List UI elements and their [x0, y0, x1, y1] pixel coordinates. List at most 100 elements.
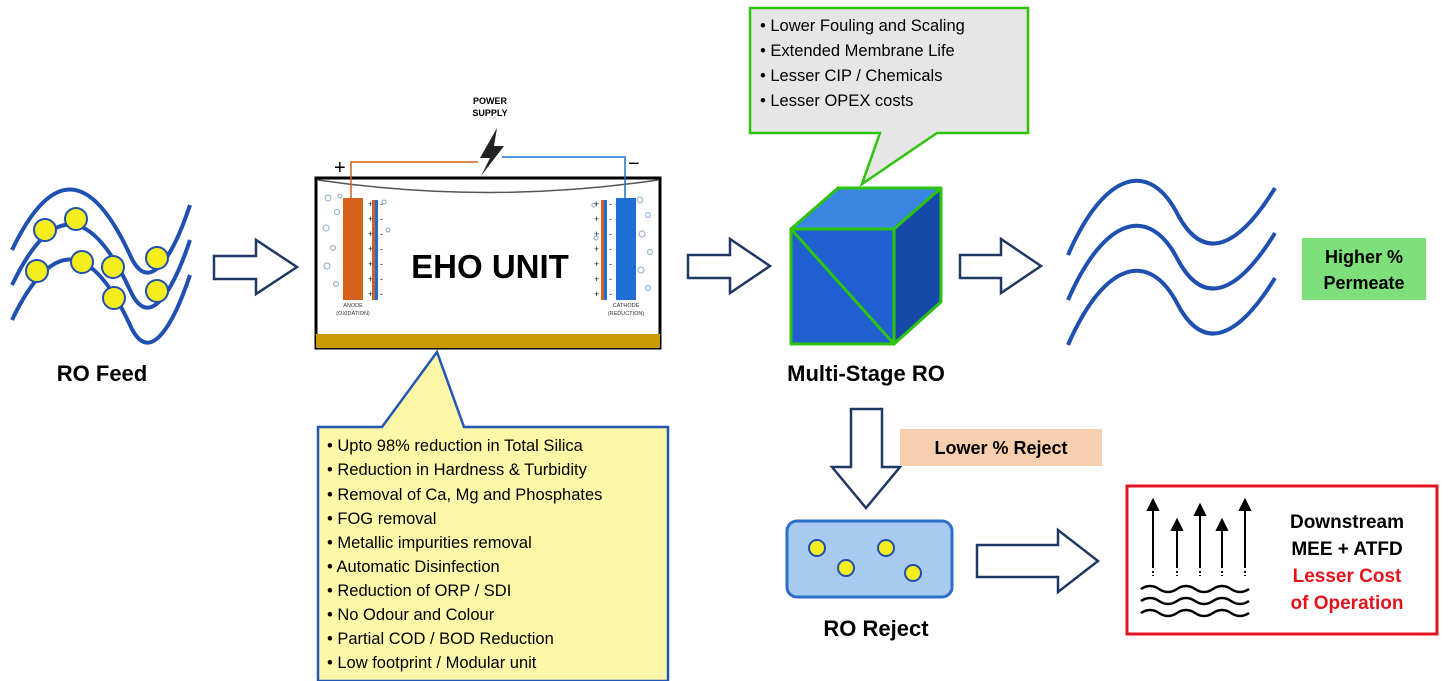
of-operation-label: of Operation: [1291, 593, 1404, 614]
ro-benefits-callout: • Lower Fouling and Scaling • Extended M…: [748, 6, 1030, 188]
eho-benefit-item: • Partial COD / BOD Reduction: [327, 630, 554, 648]
higher-permeate-badge: Higher % Permeate: [1302, 238, 1426, 300]
power-supply-label: POWER: [473, 96, 508, 106]
svg-text:-: -: [380, 274, 383, 284]
ro-benefit-item: • Lesser CIP / Chemicals: [760, 67, 942, 85]
eho-benefit-item: • Upto 98% reduction in Total Silica: [327, 437, 584, 455]
tank-base: [316, 334, 660, 348]
higher-permeate-label-2: Permeate: [1323, 273, 1404, 293]
lightning-bolt-icon: [480, 128, 504, 176]
svg-text:-: -: [609, 229, 612, 239]
ro-membrane-cube-icon: [789, 186, 943, 346]
particle-icon: [904, 564, 922, 582]
anode-label: ANODE: [343, 303, 363, 309]
svg-text:-: -: [609, 199, 612, 209]
ro-benefit-item: • Lesser OPEX costs: [760, 92, 913, 110]
particle-icon: [70, 250, 94, 274]
svg-text:+: +: [368, 229, 373, 239]
anode-plate: [343, 198, 363, 300]
svg-text:-: -: [609, 214, 612, 224]
svg-text:+: +: [594, 244, 599, 254]
anode-sublabel: (OXIDATION): [336, 311, 370, 317]
eho-benefit-item: • Low footprint / Modular unit: [327, 654, 537, 672]
particle-icon: [101, 255, 125, 279]
ro-reject-container-icon: [785, 519, 954, 599]
ro-feed-label: RO Feed: [57, 361, 147, 386]
svg-text:-: -: [380, 229, 383, 239]
anode-wire: [350, 161, 478, 199]
feed-particles: [25, 207, 169, 310]
cathode-wire: [502, 156, 626, 199]
plus-terminal: +: [334, 157, 346, 179]
bubbles-icon: [322, 193, 654, 292]
power-supply-label-2: SUPPLY: [472, 108, 507, 118]
svg-text:-: -: [380, 289, 383, 299]
ro-reject-label: RO Reject: [823, 616, 929, 641]
svg-text:+: +: [594, 229, 599, 239]
svg-text:+: +: [368, 259, 373, 269]
svg-text:+: +: [368, 199, 373, 209]
hollow-right-arrow-icon: [212, 237, 300, 297]
eho-benefit-item: • Removal of Ca, Mg and Phosphates: [327, 486, 602, 504]
particle-icon: [808, 539, 826, 557]
svg-text:+: +: [594, 274, 599, 284]
cathode-label: CATHODE: [613, 303, 640, 309]
svg-text:+: +: [368, 289, 373, 299]
svg-text:+: +: [368, 214, 373, 224]
lower-reject-badge: Lower % Reject: [900, 429, 1102, 466]
eho-benefit-item: • Metallic impurities removal: [327, 534, 532, 552]
ro-benefits-list: • Lower Fouling and Scaling • Extended M…: [760, 17, 965, 110]
particle-icon: [102, 286, 126, 310]
hollow-right-arrow-icon: [975, 527, 1101, 595]
particle-icon: [33, 218, 57, 242]
particle-icon: [837, 559, 855, 577]
eho-benefit-item: • Reduction of ORP / SDI: [327, 582, 511, 600]
particle-icon: [64, 207, 88, 231]
eho-unit-title: EHO UNIT: [411, 248, 569, 285]
svg-text:+: +: [594, 259, 599, 269]
svg-text:-: -: [380, 244, 383, 254]
mee-atfd-label: MEE + ATFD: [1291, 539, 1402, 560]
svg-text:+: +: [594, 214, 599, 224]
eho-benefit-item: • FOG removal: [327, 510, 436, 528]
particle-icon: [145, 246, 169, 270]
ro-benefit-item: • Extended Membrane Life: [760, 42, 955, 60]
evaporation-arrows-icon: [1146, 497, 1252, 576]
eho-benefit-item: • No Odour and Colour: [327, 606, 495, 624]
svg-text:+: +: [594, 199, 599, 209]
svg-text:+: +: [594, 289, 599, 299]
multi-stage-ro-label: Multi-Stage RO: [787, 361, 945, 386]
particle-icon: [25, 259, 49, 283]
downstream-label: Downstream: [1290, 512, 1404, 533]
particle-icon: [145, 279, 169, 303]
svg-text:+: +: [368, 244, 373, 254]
eho-unit: + + + + + + + - - - - - - - ANODE (OXIDATION) + +…: [314, 96, 662, 350]
cathode-plate: [616, 198, 636, 300]
permeate-waves-icon: [1066, 178, 1277, 346]
eho-benefit-item: • Automatic Disinfection: [327, 558, 500, 576]
svg-text:-: -: [609, 244, 612, 254]
liquid-waves-icon: [1140, 584, 1250, 618]
lesser-cost-label: Lesser Cost: [1293, 566, 1402, 587]
svg-text:-: -: [380, 199, 383, 209]
hollow-right-arrow-icon: [686, 236, 773, 296]
svg-text:-: -: [609, 259, 612, 269]
eho-benefit-item: • Reduction in Hardness & Turbidity: [327, 461, 588, 479]
hollow-down-arrow-icon: [829, 407, 903, 510]
svg-text:-: -: [609, 274, 612, 284]
eho-benefits-list: • Upto 98% reduction in Total Silica • R…: [327, 437, 602, 672]
minus-terminal: −: [628, 153, 640, 175]
eho-benefits-callout: • Upto 98% reduction in Total Silica • R…: [316, 349, 670, 681]
higher-permeate-label: Higher %: [1325, 247, 1403, 267]
svg-text:-: -: [380, 259, 383, 269]
particle-icon: [877, 539, 895, 557]
cathode-sublabel: (REDUCTION): [608, 311, 645, 317]
svg-text:+: +: [368, 274, 373, 284]
svg-text:-: -: [609, 289, 612, 299]
ro-benefit-item: • Lower Fouling and Scaling: [760, 17, 965, 35]
lower-reject-label: Lower % Reject: [934, 438, 1067, 458]
hollow-right-arrow-icon: [958, 236, 1044, 296]
downstream-box: Downstream MEE + ATFD Lesser Cost of Ope…: [1125, 484, 1439, 636]
svg-text:-: -: [380, 214, 383, 224]
